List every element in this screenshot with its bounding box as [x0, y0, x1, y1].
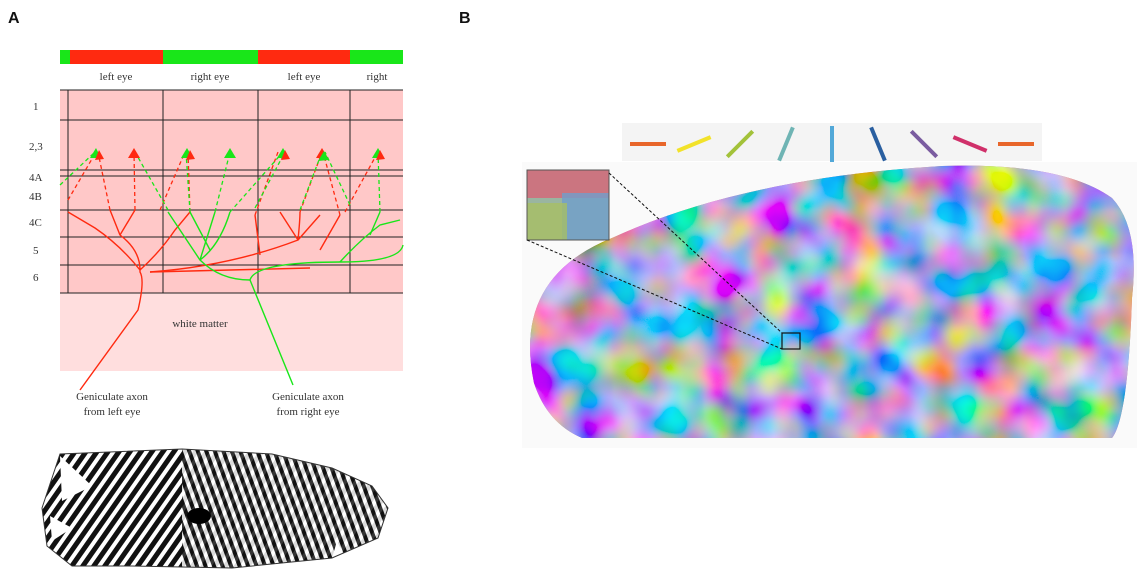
- layer-label-4b: 4B: [29, 191, 42, 203]
- left-eye-axon: [67, 209, 341, 391]
- eye-label-2: right eye: [191, 71, 230, 83]
- ocular-dominance-diagram: left eye right eye left eye right 1 2,3 …: [29, 50, 404, 418]
- orientation-key: [622, 123, 1042, 162]
- projection-arrowheads: [90, 148, 385, 161]
- right-eye-projections: [59, 151, 381, 213]
- panel-letter-a: A: [8, 10, 20, 27]
- layer-label-4c: 4C: [29, 217, 42, 229]
- layer-label-1: 1: [33, 101, 39, 113]
- orientation-map-figure: [522, 123, 1137, 448]
- cortex-region: [60, 90, 403, 293]
- eye-label-1: left eye: [100, 71, 133, 83]
- layer-boundaries: [60, 89, 403, 294]
- column-boundaries: [67, 90, 351, 293]
- right-axon-caption-line2: from right eye: [277, 406, 340, 418]
- layer-label-6: 6: [33, 272, 39, 284]
- eye-label-3: left eye: [288, 71, 321, 83]
- right-eye-axon: [167, 211, 404, 386]
- left-axon-caption-line2: from left eye: [84, 406, 141, 418]
- eye-label-4: right: [367, 71, 388, 83]
- layer-label-5: 5: [33, 245, 39, 257]
- orientation-key-bar: [725, 129, 755, 159]
- eye-color-bar: [60, 50, 403, 64]
- orientation-key-bar: [676, 135, 712, 153]
- white-matter-region: [60, 293, 403, 371]
- left-axon-caption-line1: Geniculate axon: [76, 391, 148, 403]
- zoom-callout-square: [781, 332, 801, 350]
- layer-label-4a: 4A: [29, 172, 43, 184]
- right-axon-caption-line1: Geniculate axon: [272, 391, 344, 403]
- orientation-key-bar: [952, 135, 988, 153]
- orientation-key-bar: [869, 126, 887, 162]
- panel-letter-b: B: [459, 10, 471, 27]
- orientation-key-bar: [777, 126, 795, 162]
- ocular-dominance-stripe-map: [41, 448, 389, 569]
- white-matter-label: white matter: [172, 318, 228, 330]
- orientation-key-bar: [909, 129, 939, 159]
- layer-label-2-3: 2,3: [29, 141, 43, 153]
